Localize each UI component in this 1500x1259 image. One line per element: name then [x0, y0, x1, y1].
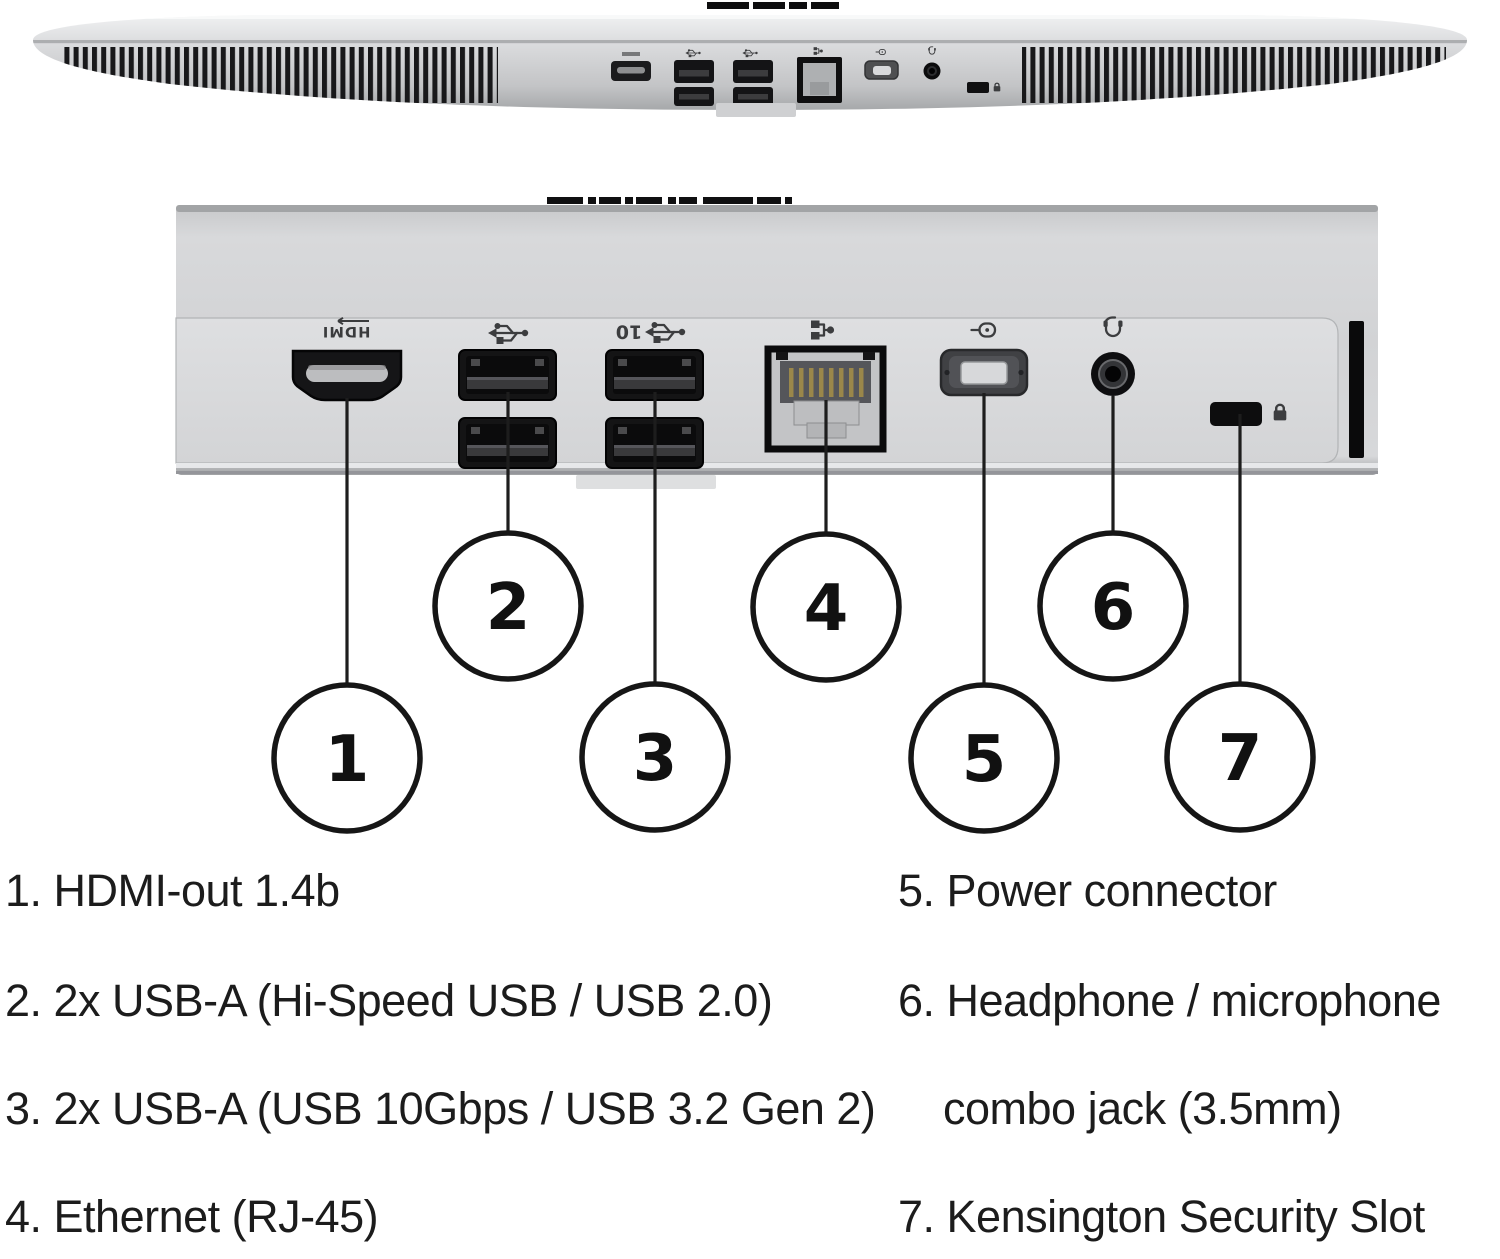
legend-item-7: 7. Kensington Security Slot [898, 1191, 1425, 1242]
usb10-ports: 10 [605, 321, 704, 469]
callout-circle-7: 7 [1164, 681, 1316, 833]
panel-stand-tab [576, 475, 716, 489]
panel-bottom-highlight [176, 463, 1378, 468]
power-connector-small [864, 48, 899, 80]
legend-item-4: 4. Ethernet (RJ-45) [5, 1191, 379, 1242]
legend-item-6-line1: 6. Headphone / microphone [898, 975, 1441, 1026]
callout-circle-2: 2 [432, 530, 584, 682]
legend-item-2: 2. 2x USB-A (Hi-Speed USB / USB 2.0) [5, 975, 773, 1026]
callout-number-4: 4 [804, 572, 849, 646]
top-device-ports [611, 46, 1001, 106]
zoomed-port-panel: HDMI 10 [175, 197, 1378, 489]
callout-number-3: 3 [633, 722, 678, 796]
top-device-rear-view [33, 2, 1467, 117]
hdmi-label-text: HDMI [322, 323, 371, 339]
side-vent-bar [1349, 321, 1364, 458]
audio-jack [1091, 316, 1135, 396]
ethernet-port-small [797, 46, 842, 103]
hdmi-logo-icon-small [622, 52, 640, 56]
callout-circle-1: 1 [271, 682, 423, 834]
panel-top-edge [176, 205, 1378, 212]
panel-bottom-edge [176, 471, 1378, 474]
callout-number-6: 6 [1091, 571, 1136, 645]
power-connector [939, 322, 1029, 397]
legend-item-1: 1. HDMI-out 1.4b [5, 865, 340, 916]
panel-top-vent-dashes [547, 197, 792, 204]
stand-mount-tab [716, 103, 796, 117]
kensington-slot-small [967, 82, 1001, 93]
callout-circle-6: 6 [1037, 530, 1189, 682]
callout-circles: 1 2 3 4 5 6 7 [271, 530, 1316, 834]
ethernet-pins [789, 368, 864, 397]
legend-item-3: 3. 2x USB-A (USB 10Gbps / USB 3.2 Gen 2) [5, 1083, 876, 1134]
callout-number-7: 7 [1218, 722, 1263, 796]
audio-jack-small [923, 46, 941, 80]
usb10-speed-text: 10 [616, 321, 642, 343]
callout-number-5: 5 [962, 723, 1007, 797]
left-vent-grille [64, 47, 498, 103]
top-edge-vent-dashes [707, 2, 839, 9]
usb10-ports-small [733, 48, 773, 106]
callout-circle-5: 5 [908, 682, 1060, 834]
hdmi-port-small [611, 52, 651, 81]
usb-10-trident-icon: 10 [616, 321, 687, 345]
hdmi-logo-icon: HDMI [322, 316, 371, 339]
callout-number-1: 1 [325, 723, 370, 797]
hdmi-port: HDMI [291, 316, 403, 402]
kensington-slot [1210, 402, 1288, 426]
usb2-ports-small [674, 48, 714, 106]
legend-item-5: 5. Power connector [898, 865, 1277, 916]
callout-number-2: 2 [486, 571, 531, 645]
callout-lines [345, 392, 1242, 686]
ports-diagram: HDMI 10 [33, 2, 1467, 834]
right-vent-grille [1022, 47, 1446, 103]
legend-item-6-line2: combo jack (3.5mm) [943, 1083, 1342, 1134]
callout-circle-3: 3 [579, 681, 731, 833]
callout-circle-4: 4 [750, 531, 902, 683]
